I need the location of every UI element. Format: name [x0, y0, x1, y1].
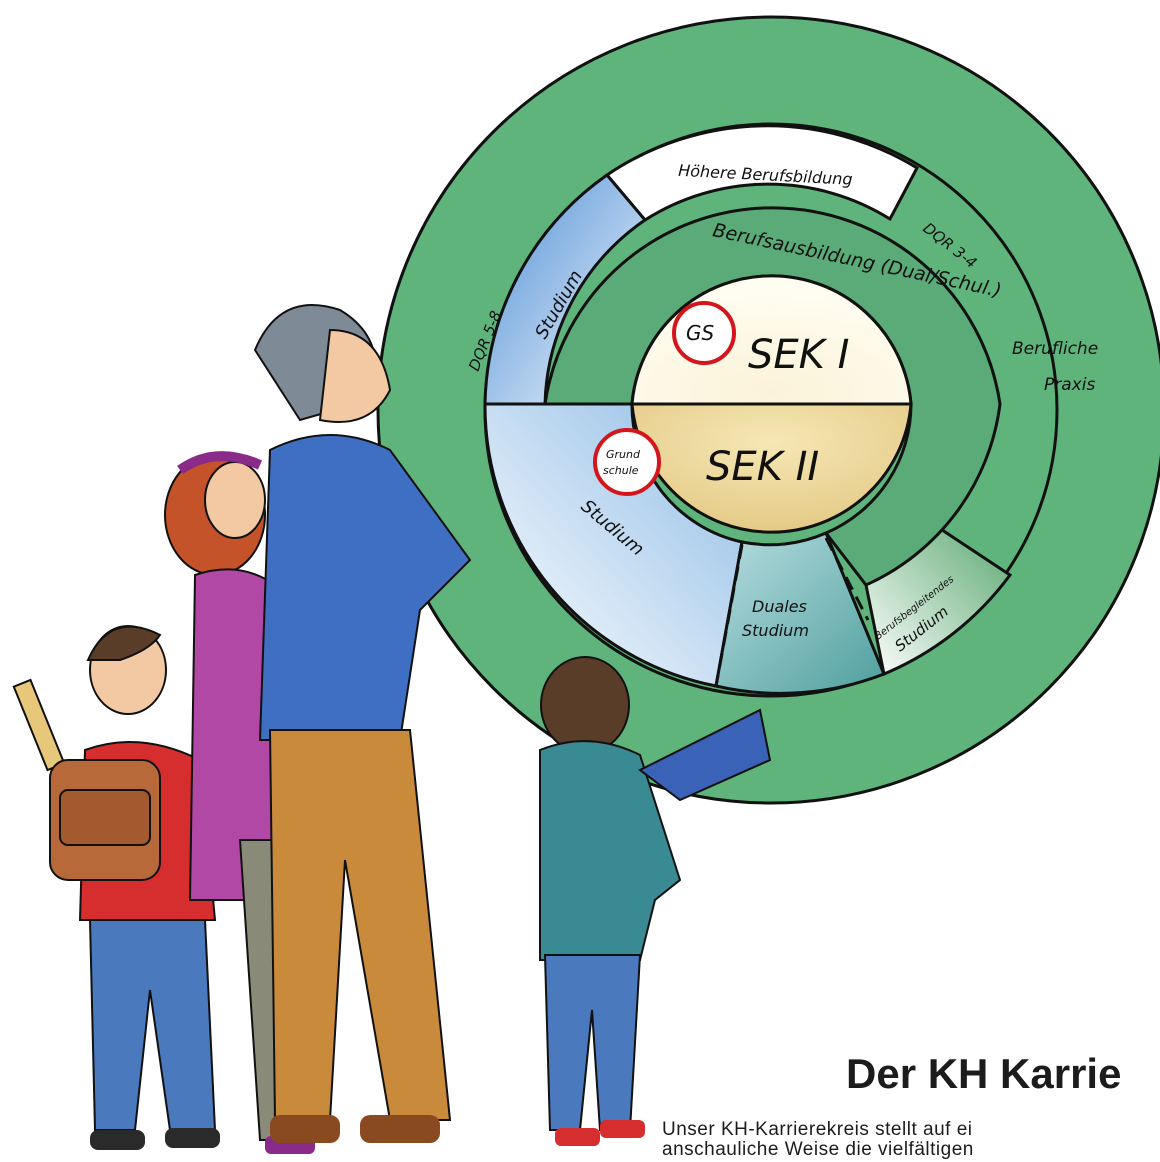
- girl-figure: [539, 656, 772, 1146]
- grundschule-badge: [593, 428, 661, 496]
- dashed-separator-right: [824, 537, 870, 621]
- study-band: [483, 172, 648, 406]
- grundschule-badge-line2: schule: [603, 464, 639, 477]
- boy-figure: [12, 625, 220, 1150]
- gs-badge-label: GS: [686, 321, 714, 345]
- intro-line-2: anschauliche Weise die vielfältigen: [662, 1139, 974, 1160]
- dual-study-label-line1: Duales: [752, 597, 807, 616]
- practice-label-line2: Praxis: [1044, 375, 1095, 395]
- dual-study-sector: [714, 531, 886, 695]
- higher-vocational-band: [604, 124, 919, 222]
- intro-line-1: Unser KH-Karrierekreis stellt auf ei: [662, 1119, 973, 1140]
- man-figure: [253, 304, 472, 1143]
- sek2-label: SEK II: [706, 444, 819, 490]
- dashed-separator-left: [714, 544, 744, 687]
- sek1-label: SEK I: [748, 332, 849, 378]
- intro-paragraph: Unser KH-Karrierekreis stellt auf ei ans…: [662, 1120, 1160, 1160]
- section-heading: Der KH Karrie: [846, 1050, 1122, 1097]
- grundschule-badge-line1: Grund: [606, 448, 641, 461]
- gs-badge: [672, 301, 736, 365]
- dual-study-label-line2: Studium: [742, 621, 809, 640]
- practice-label-line1: Berufliche: [1012, 339, 1098, 359]
